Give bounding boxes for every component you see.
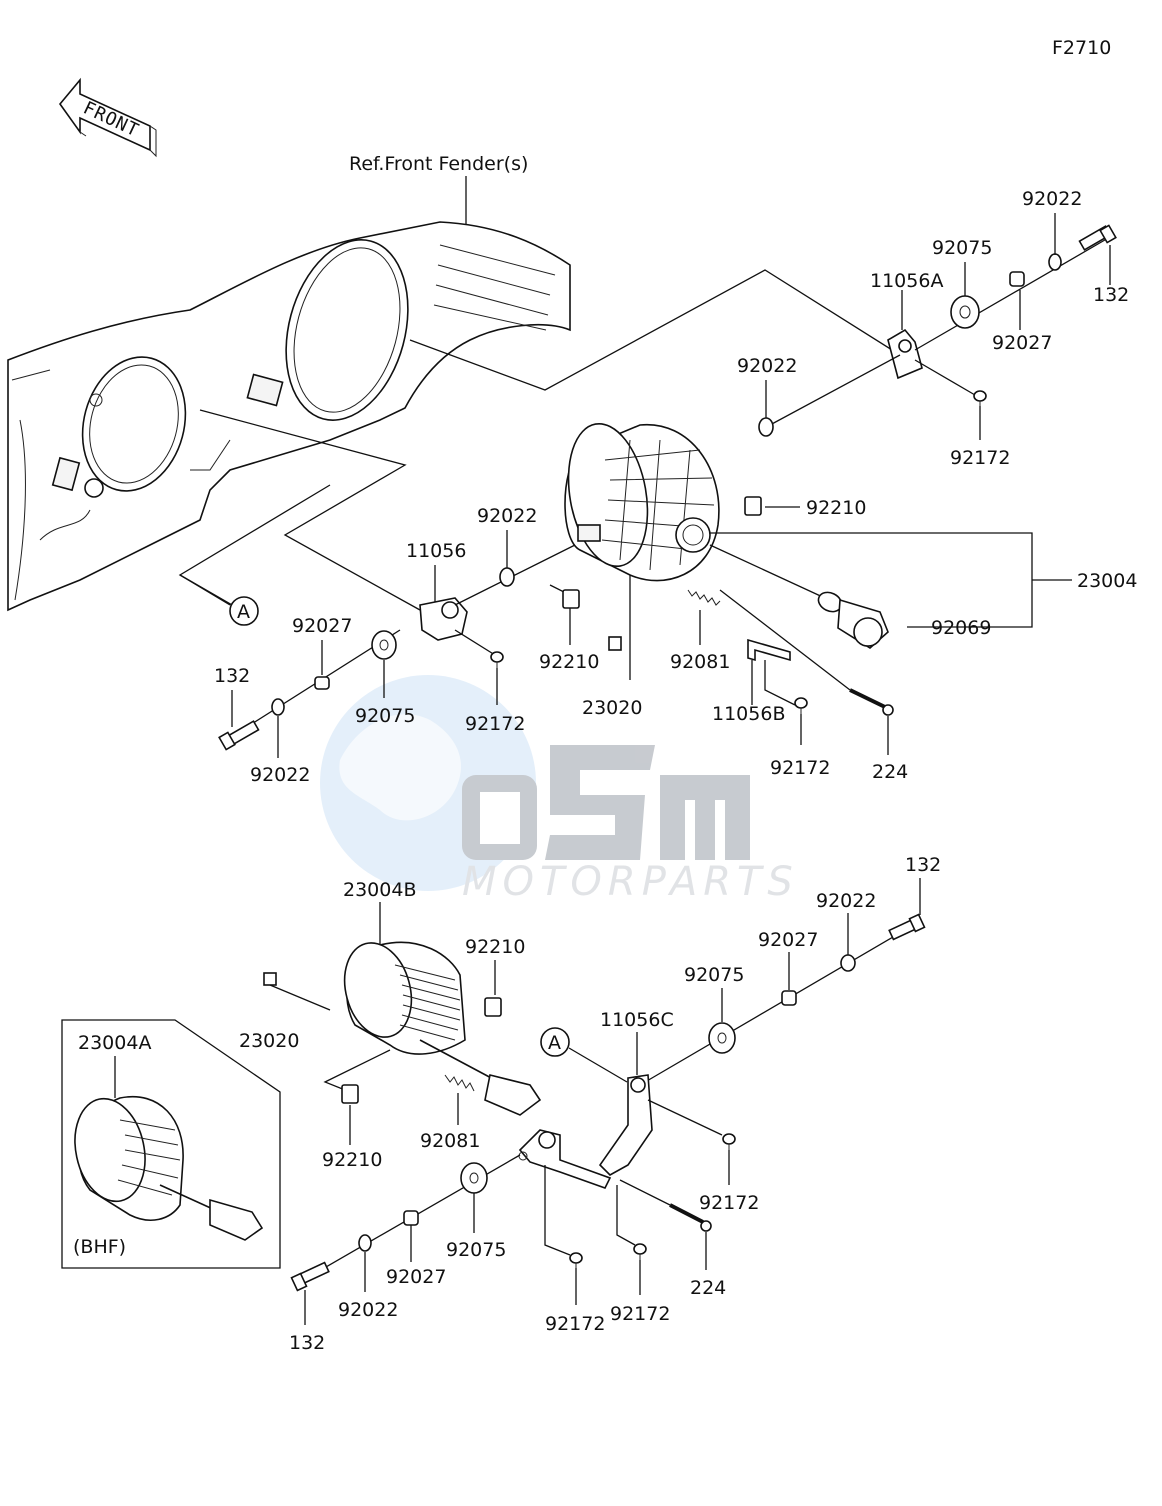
- label-bhf: (BHF): [73, 1236, 126, 1258]
- callout-a-bottom-letter: A: [548, 1032, 561, 1054]
- label-224-b: 224: [690, 1277, 726, 1299]
- collar-92027-bl: [403, 1210, 419, 1226]
- clip-92210-b: [562, 589, 580, 609]
- label-92172-b: 92172: [770, 757, 830, 779]
- spring-92081-b: [444, 1074, 475, 1092]
- label-92172-c: 92172: [699, 1192, 759, 1214]
- label-92210-b: 92210: [539, 651, 599, 673]
- label-132-l: 132: [214, 665, 250, 687]
- label-92069: 92069: [931, 617, 991, 639]
- label-92075-top: 92075: [932, 237, 992, 259]
- bolt-132-top: [1078, 224, 1117, 251]
- label-92075-l: 92075: [355, 705, 415, 727]
- screw-92172-c: [722, 1133, 736, 1150]
- bulb-92069: [817, 591, 889, 649]
- grommet-92075-br: [708, 1022, 736, 1054]
- collar-92027-br: [781, 990, 797, 1006]
- washer-92022-br: [840, 954, 856, 972]
- front-arrow-label: FRONT: [80, 97, 143, 141]
- watermark-brand: MOTORPARTS: [462, 859, 799, 905]
- callout-a-top: A: [179, 574, 259, 626]
- grommet-92075-top: [950, 295, 980, 329]
- screw-92172-b: [794, 697, 808, 714]
- label-92081-b: 92081: [420, 1130, 480, 1152]
- label-224-a: 224: [872, 761, 908, 783]
- washer-92022-top: [1048, 253, 1062, 271]
- label-92172-d: 92172: [545, 1313, 605, 1335]
- label-92210-d: 92210: [322, 1149, 382, 1171]
- ref-front-fender-label: Ref.Front Fender(s): [349, 153, 528, 175]
- screw-92172-a: [973, 390, 987, 406]
- clip-92210-c: [484, 997, 502, 1017]
- bolt-132-br: [888, 913, 926, 941]
- washer-92022-mid: [758, 417, 774, 437]
- bolt-132-l: [218, 720, 260, 751]
- label-92172-e: 92172: [610, 1303, 670, 1325]
- bolt-132-bl: [290, 1261, 330, 1292]
- clip-92210-a: [744, 496, 762, 516]
- figure-code: F2710: [1052, 37, 1111, 59]
- label-92022-mid: 92022: [737, 355, 797, 377]
- headlight-23004B: [343, 941, 542, 1116]
- label-92027-l: 92027: [292, 615, 352, 637]
- nut-23020-a: [608, 636, 622, 651]
- label-92027-bl: 92027: [386, 1266, 446, 1288]
- screw-92172-l: [490, 651, 504, 668]
- label-92027-br: 92027: [758, 929, 818, 951]
- grommet-92075-bl: [460, 1162, 488, 1194]
- label-23020-a: 23020: [582, 697, 642, 719]
- label-23004B: 23004B: [343, 879, 416, 901]
- label-132-br: 132: [905, 854, 941, 876]
- label-11056A: 11056A: [870, 270, 943, 292]
- label-92022-top: 92022: [1022, 188, 1082, 210]
- label-23020-b: 23020: [239, 1030, 299, 1052]
- label-92172-l: 92172: [465, 713, 525, 735]
- callout-a-bottom: A: [540, 1027, 628, 1083]
- clip-92210-d: [341, 1084, 359, 1104]
- front-arrow-icon: FRONT: [58, 77, 157, 158]
- inset-23004A: 23004A (BHF): [61, 1019, 281, 1269]
- label-92210-c: 92210: [465, 936, 525, 958]
- label-92022-bl: 92022: [338, 1299, 398, 1321]
- label-92172-a: 92172: [950, 447, 1010, 469]
- front-fender-body: [7, 221, 571, 612]
- watermark-letter-m: [660, 775, 750, 860]
- washer-92022-l2: [271, 698, 285, 716]
- bolt-224-b: [669, 1203, 712, 1232]
- watermark-letter-s: [545, 745, 655, 860]
- label-92075-br: 92075: [684, 964, 744, 986]
- watermark: MOTORPARTS: [320, 675, 799, 905]
- label-132-bl: 132: [289, 1332, 325, 1354]
- washer-92022-bl: [358, 1234, 372, 1252]
- label-92022-br: 92022: [816, 890, 876, 912]
- label-92075-bl: 92075: [446, 1239, 506, 1261]
- callout-a-top-letter: A: [237, 601, 250, 623]
- label-92210-a: 92210: [806, 497, 866, 519]
- washer-92022-l: [499, 567, 515, 587]
- collar-92027-top: [1009, 271, 1025, 287]
- label-132-top: 132: [1093, 284, 1129, 306]
- grommet-92075-l: [371, 630, 397, 660]
- label-11056: 11056: [406, 540, 466, 562]
- bolt-224-a: [849, 688, 894, 716]
- label-23004A: 23004A: [78, 1032, 151, 1054]
- bracket-11056B: [747, 638, 791, 662]
- screw-92172-e: [633, 1243, 647, 1260]
- bracket-11056A: [887, 328, 923, 380]
- label-92027-top: 92027: [992, 332, 1052, 354]
- label-11056C: 11056C: [600, 1009, 674, 1031]
- spring-92081-a: [687, 589, 721, 606]
- label-11056B: 11056B: [712, 703, 785, 725]
- label-92081-a: 92081: [670, 651, 730, 673]
- nut-23020-b: [263, 972, 277, 986]
- collar-92027-l: [314, 676, 330, 690]
- screw-92172-d: [569, 1252, 583, 1268]
- bracket-11056C: [518, 1074, 653, 1189]
- label-23004: 23004: [1077, 570, 1137, 592]
- headlight-23004: [564, 422, 720, 582]
- label-92022-l: 92022: [477, 505, 537, 527]
- label-92022-l2: 92022: [250, 764, 310, 786]
